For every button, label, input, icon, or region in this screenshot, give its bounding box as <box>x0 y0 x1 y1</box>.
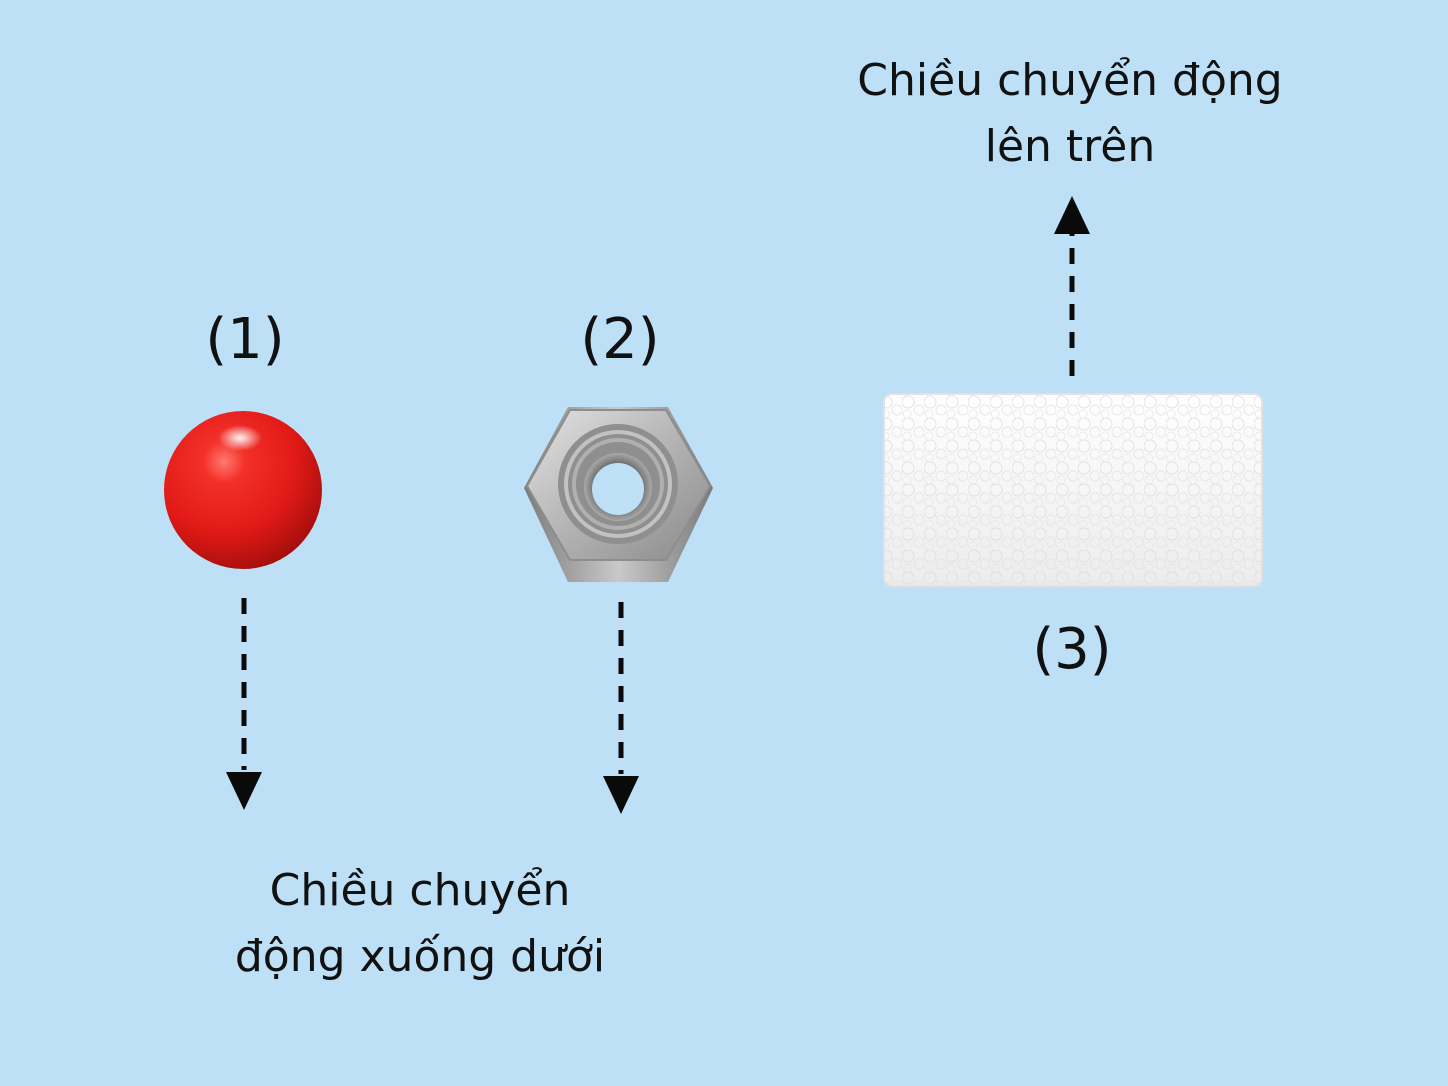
object-label-1: (1) <box>205 307 285 372</box>
caption-down-line-2: động xuống dưới <box>234 931 606 982</box>
caption-downward-direction: Chiều chuyển động xuống dưới <box>200 858 640 990</box>
caption-upward-direction: Chiều chuyển động lên trên <box>820 48 1320 180</box>
foam-block <box>883 393 1263 587</box>
caption-up-line-2: lên trên <box>984 121 1156 172</box>
caption-up-line-1: Chiều chuyển động <box>857 55 1283 106</box>
caption-down-line-1: Chiều chuyển <box>269 865 571 916</box>
nut-hole-through <box>592 463 644 515</box>
ball-highlight <box>218 425 262 451</box>
arrow-up-3 <box>1054 196 1090 376</box>
arrow-down-1 <box>226 598 262 810</box>
arrow-up-3-head <box>1054 196 1090 234</box>
red-ball <box>164 411 322 569</box>
hex-nut <box>524 407 713 582</box>
object-label-3: (3) <box>1032 617 1112 682</box>
arrow-down-2 <box>603 602 639 814</box>
arrow-down-1-head <box>226 772 262 810</box>
ball-body <box>164 411 322 569</box>
arrow-down-2-head <box>603 776 639 814</box>
nut-thread-ring-2 <box>572 438 664 530</box>
nut-thread-ring-1 <box>564 430 672 538</box>
object-label-2: (2) <box>580 307 660 372</box>
foam-texture <box>884 394 1262 586</box>
